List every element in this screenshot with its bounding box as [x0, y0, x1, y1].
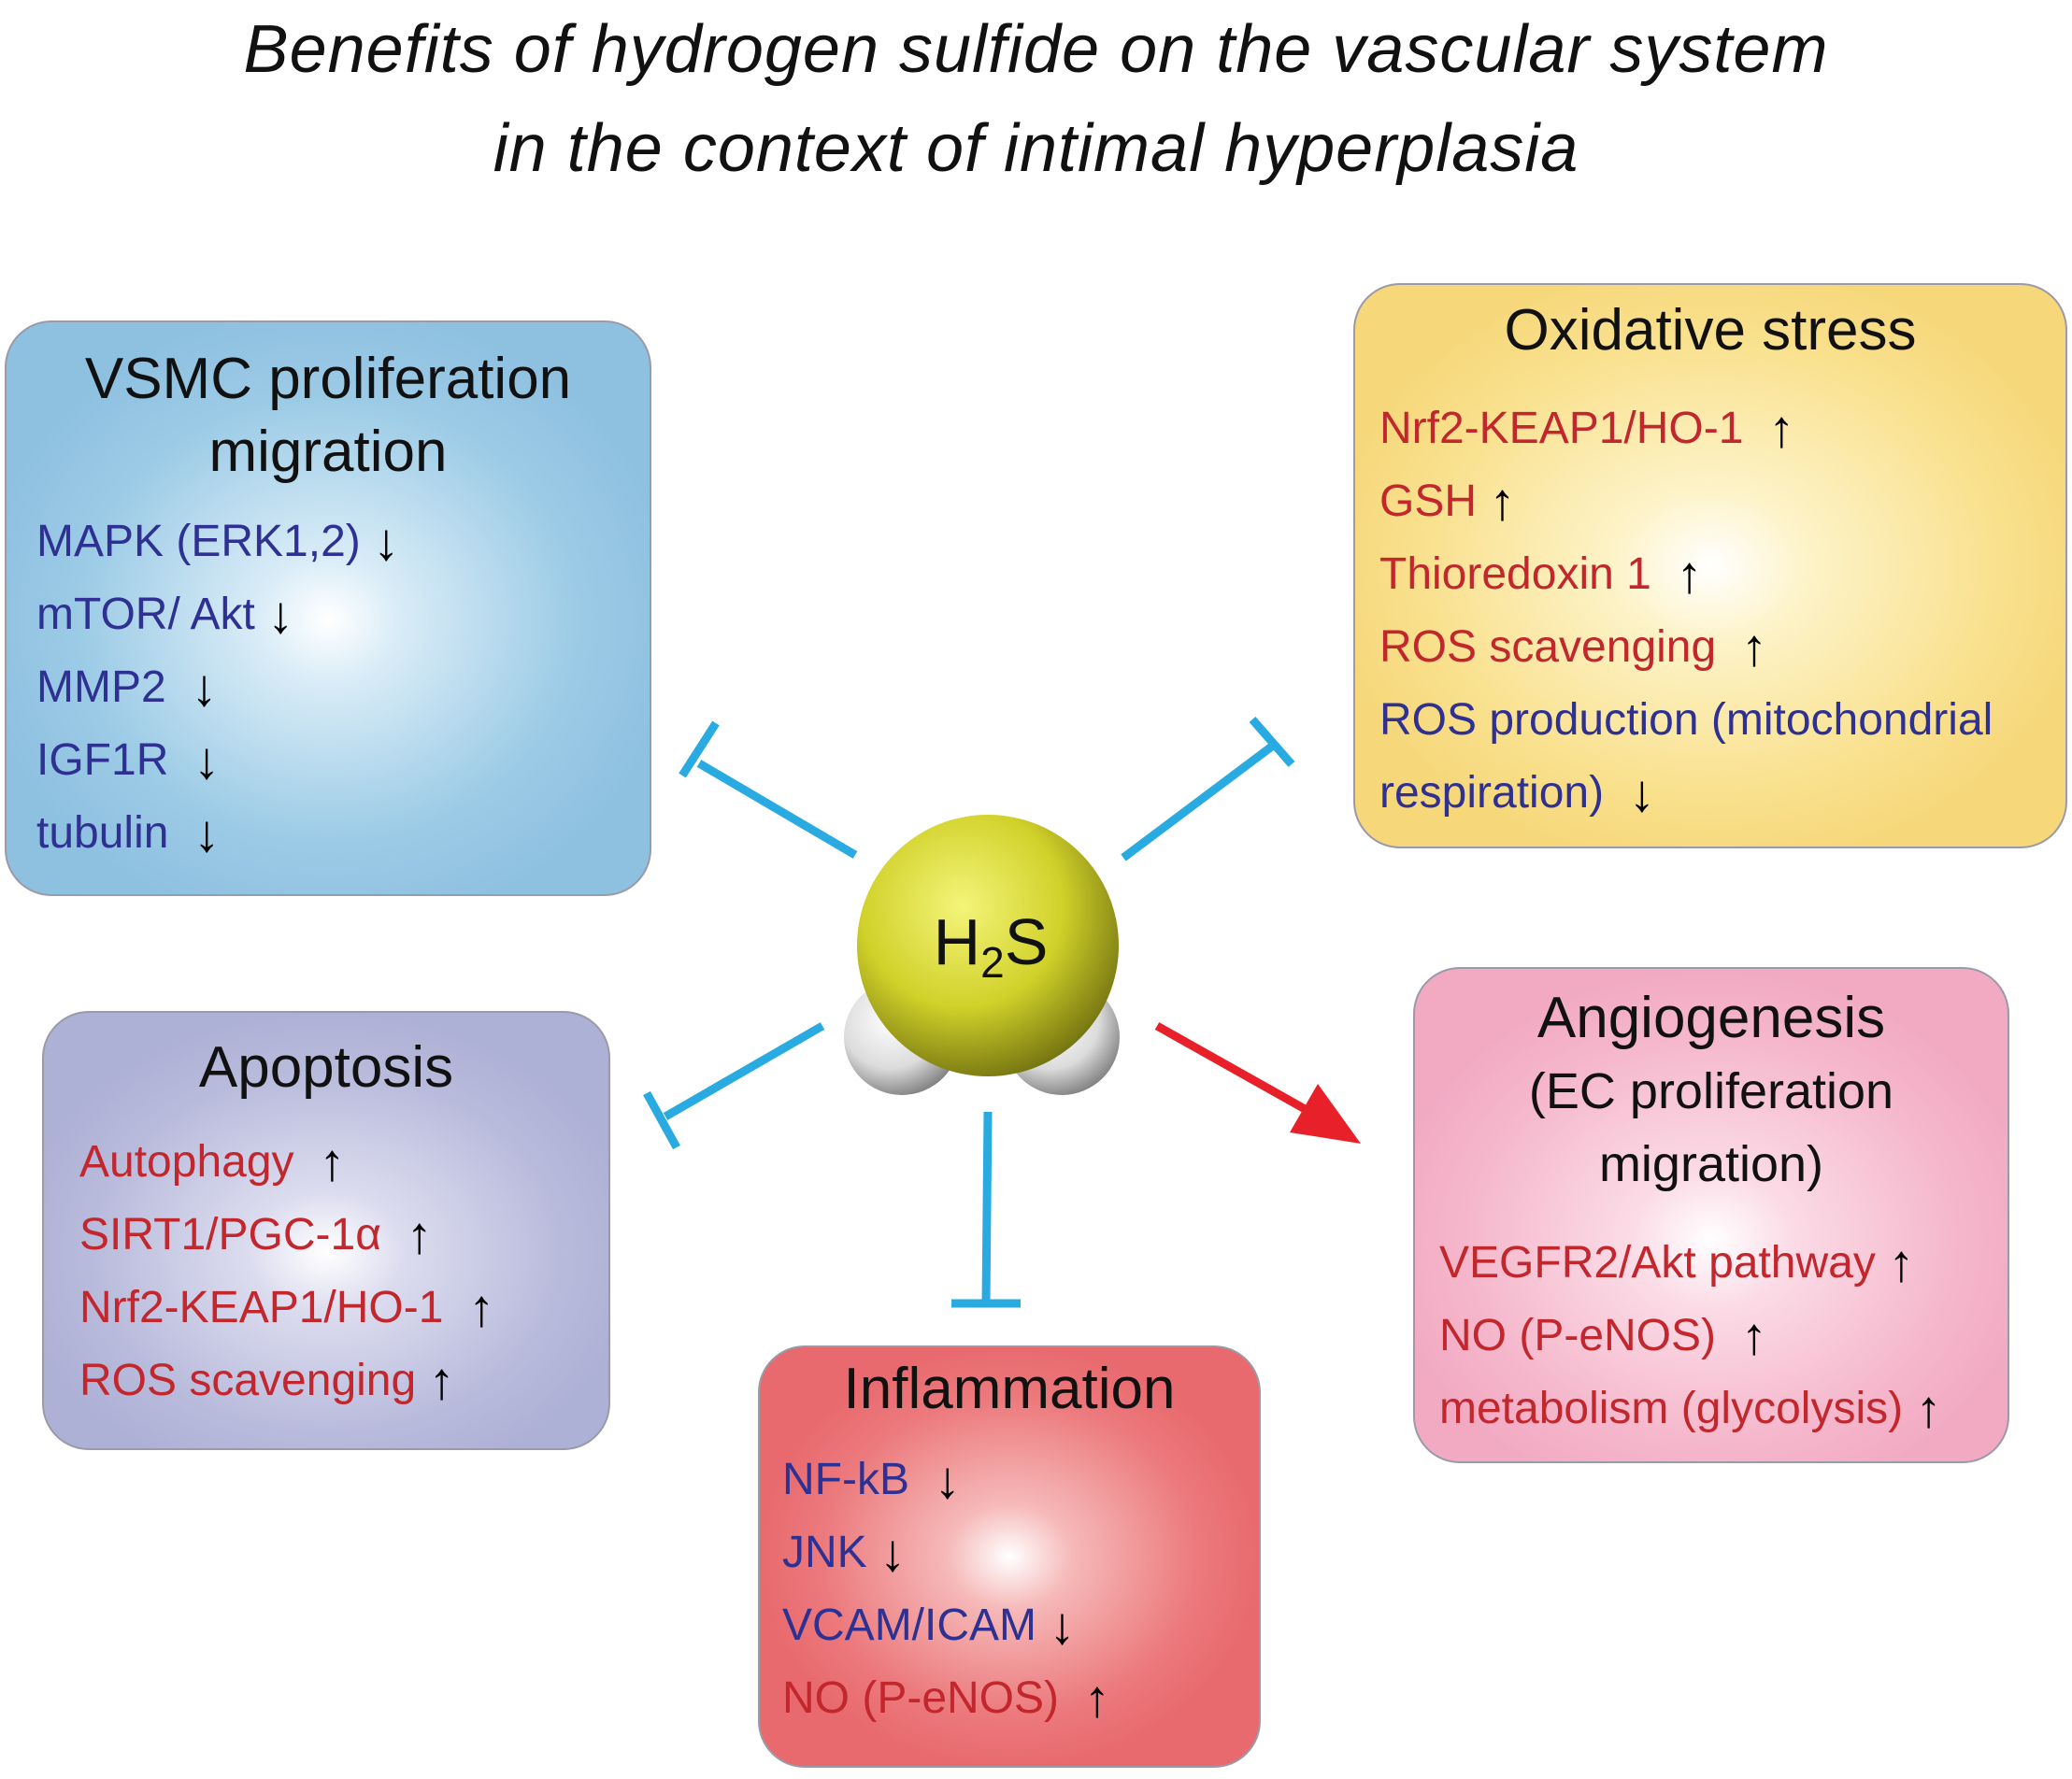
- down-arrow-icon: ↓: [193, 731, 221, 790]
- inhibit-line-apoptosis: [643, 1022, 825, 1150]
- vsmc-proliferation-box: VSMC proliferation migration MAPK (ERK1,…: [5, 320, 651, 896]
- vsmc-item: IGF1R ↓: [36, 733, 220, 789]
- item-label: Autophagy: [79, 1137, 294, 1187]
- down-arrow-icon: ↓: [191, 658, 218, 717]
- up-arrow-icon: ↑: [1888, 1233, 1915, 1292]
- item-label: respiration): [1379, 768, 1605, 818]
- angiogenesis-item: metabolism (glycolysis) ↑: [1439, 1381, 1941, 1437]
- h2s-h: H: [933, 905, 981, 978]
- item-label: Nrf2-KEAP1/HO-1: [1379, 404, 1744, 453]
- vsmc-heading: VSMC proliferation migration: [7, 343, 650, 489]
- apoptosis-box: Apoptosis Autophagy ↑ SIRT1/PGC-1α ↑ Nrf…: [42, 1011, 610, 1450]
- inflammation-item: NF-kB ↓: [782, 1452, 961, 1508]
- up-arrow-icon: ↑: [468, 1278, 495, 1337]
- up-arrow-icon: ↑: [1676, 545, 1703, 604]
- oxidative-item: ROS scavenging ↑: [1379, 619, 1767, 676]
- h2s-molecule-icon: [844, 815, 1120, 1095]
- item-label: NO (P-eNOS): [782, 1673, 1060, 1723]
- angiogenesis-box: Angiogenesis (EC proliferation migration…: [1413, 967, 2009, 1463]
- up-arrow-icon: ↑: [1915, 1379, 1942, 1438]
- inflammation-heading: Inflammation: [843, 1357, 1176, 1421]
- inflammation-box: Inflammation NF-kB ↓ JNK ↓ VCAM/ICAM ↓ N…: [758, 1345, 1261, 1768]
- up-arrow-icon: ↑: [406, 1205, 433, 1264]
- oxidative-item: Nrf2-KEAP1/HO-1 ↑: [1379, 401, 1794, 457]
- oxidative-item: respiration) ↓: [1379, 765, 1655, 821]
- item-label: Thioredoxin 1: [1379, 549, 1651, 599]
- inhibit-line-oxidative: [1121, 717, 1295, 861]
- oxidative-stress-box: Oxidative stress Nrf2-KEAP1/HO-1 ↑ GSH ↑…: [1353, 283, 2067, 848]
- h2s-label: H2S: [911, 904, 1070, 988]
- item-label: VCAM/ICAM: [782, 1601, 1037, 1650]
- down-arrow-icon: ↓: [934, 1450, 961, 1509]
- item-label: MAPK (ERK1,2): [36, 517, 361, 566]
- apoptosis-heading: Apoptosis: [198, 1035, 454, 1100]
- angiogenesis-heading-line-2: (EC proliferation: [1528, 1063, 1894, 1119]
- item-label: ROS scavenging: [1379, 622, 1717, 672]
- activate-arrow-angiogenesis: [1154, 1022, 1361, 1144]
- item-label: ROS scavenging: [79, 1356, 417, 1405]
- inhibit-line-vsmc: [679, 720, 858, 859]
- angiogenesis-heading: Angiogenesis (EC proliferation migration…: [1415, 982, 2008, 1201]
- item-label: NO (P-eNOS): [1439, 1311, 1717, 1360]
- oxidative-heading: Oxidative stress: [1504, 298, 1917, 363]
- apoptosis-item: ROS scavenging ↑: [79, 1353, 455, 1409]
- down-arrow-icon: ↓: [879, 1523, 907, 1582]
- vsmc-item: MMP2 ↓: [36, 660, 217, 716]
- vsmc-heading-line-1: VSMC proliferation: [84, 347, 572, 411]
- inflammation-item: NO (P-eNOS) ↑: [782, 1671, 1110, 1727]
- angiogenesis-item: VEGFR2/Akt pathway ↑: [1439, 1235, 1914, 1291]
- angiogenesis-item: NO (P-eNOS) ↑: [1439, 1308, 1767, 1364]
- inhibit-line-inflammation: [951, 1111, 1021, 1308]
- up-arrow-icon: ↑: [428, 1351, 455, 1410]
- inflammation-item: VCAM/ICAM ↓: [782, 1598, 1075, 1654]
- vsmc-item: tubulin ↓: [36, 805, 220, 861]
- up-arrow-icon: ↑: [1740, 1306, 1767, 1365]
- item-label: SIRT1/PGC-1α: [79, 1210, 381, 1260]
- up-arrow-icon: ↑: [319, 1132, 346, 1191]
- item-label: metabolism (glycolysis): [1439, 1384, 1904, 1433]
- oxidative-item: GSH ↑: [1379, 474, 1515, 530]
- down-arrow-icon: ↓: [1628, 763, 1655, 822]
- oxidative-item: ROS production (mitochondrial: [1379, 692, 1993, 748]
- item-label: IGF1R: [36, 735, 169, 785]
- up-arrow-icon: ↑: [1489, 472, 1516, 531]
- item-label: ROS production (mitochondrial: [1379, 695, 1993, 745]
- h2s-s: S: [1004, 905, 1049, 978]
- vsmc-item: mTOR/ Akt ↓: [36, 587, 293, 643]
- apoptosis-item: Nrf2-KEAP1/HO-1 ↑: [79, 1280, 494, 1336]
- up-arrow-icon: ↑: [1740, 618, 1767, 676]
- item-label: NF-kB: [782, 1455, 909, 1504]
- h2s-subscript: 2: [980, 938, 1005, 987]
- item-label: mTOR/ Akt: [36, 590, 255, 639]
- apoptosis-item: SIRT1/PGC-1α ↑: [79, 1207, 433, 1263]
- title-line-1: Benefits of hydrogen sulfide on the vasc…: [243, 12, 1829, 87]
- down-arrow-icon: ↓: [373, 512, 400, 571]
- oxidative-item: Thioredoxin 1 ↑: [1379, 547, 1703, 603]
- down-arrow-icon: ↓: [1049, 1596, 1076, 1655]
- item-label: JNK: [782, 1528, 867, 1577]
- vsmc-item: MAPK (ERK1,2) ↓: [36, 514, 399, 570]
- apoptosis-item: Autophagy ↑: [79, 1134, 345, 1190]
- item-label: VEGFR2/Akt pathway: [1439, 1238, 1876, 1288]
- down-arrow-icon: ↓: [193, 804, 221, 862]
- down-arrow-icon: ↓: [267, 585, 294, 644]
- inflammation-item: JNK ↓: [782, 1525, 906, 1581]
- angiogenesis-heading-line-1: Angiogenesis: [1536, 986, 1886, 1050]
- item-label: MMP2: [36, 662, 166, 712]
- item-label: GSH: [1379, 477, 1478, 526]
- item-label: tubulin: [36, 808, 169, 858]
- up-arrow-icon: ↑: [1083, 1669, 1110, 1728]
- figure-title: Benefits of hydrogen sulfide on the vasc…: [0, 0, 2072, 198]
- item-label: Nrf2-KEAP1/HO-1: [79, 1283, 444, 1332]
- vsmc-heading-line-2: migration: [208, 420, 448, 484]
- up-arrow-icon: ↑: [1768, 399, 1795, 458]
- angiogenesis-heading-line-3: migration): [1598, 1136, 1824, 1192]
- title-line-2: in the context of intimal hyperplasia: [493, 111, 1579, 186]
